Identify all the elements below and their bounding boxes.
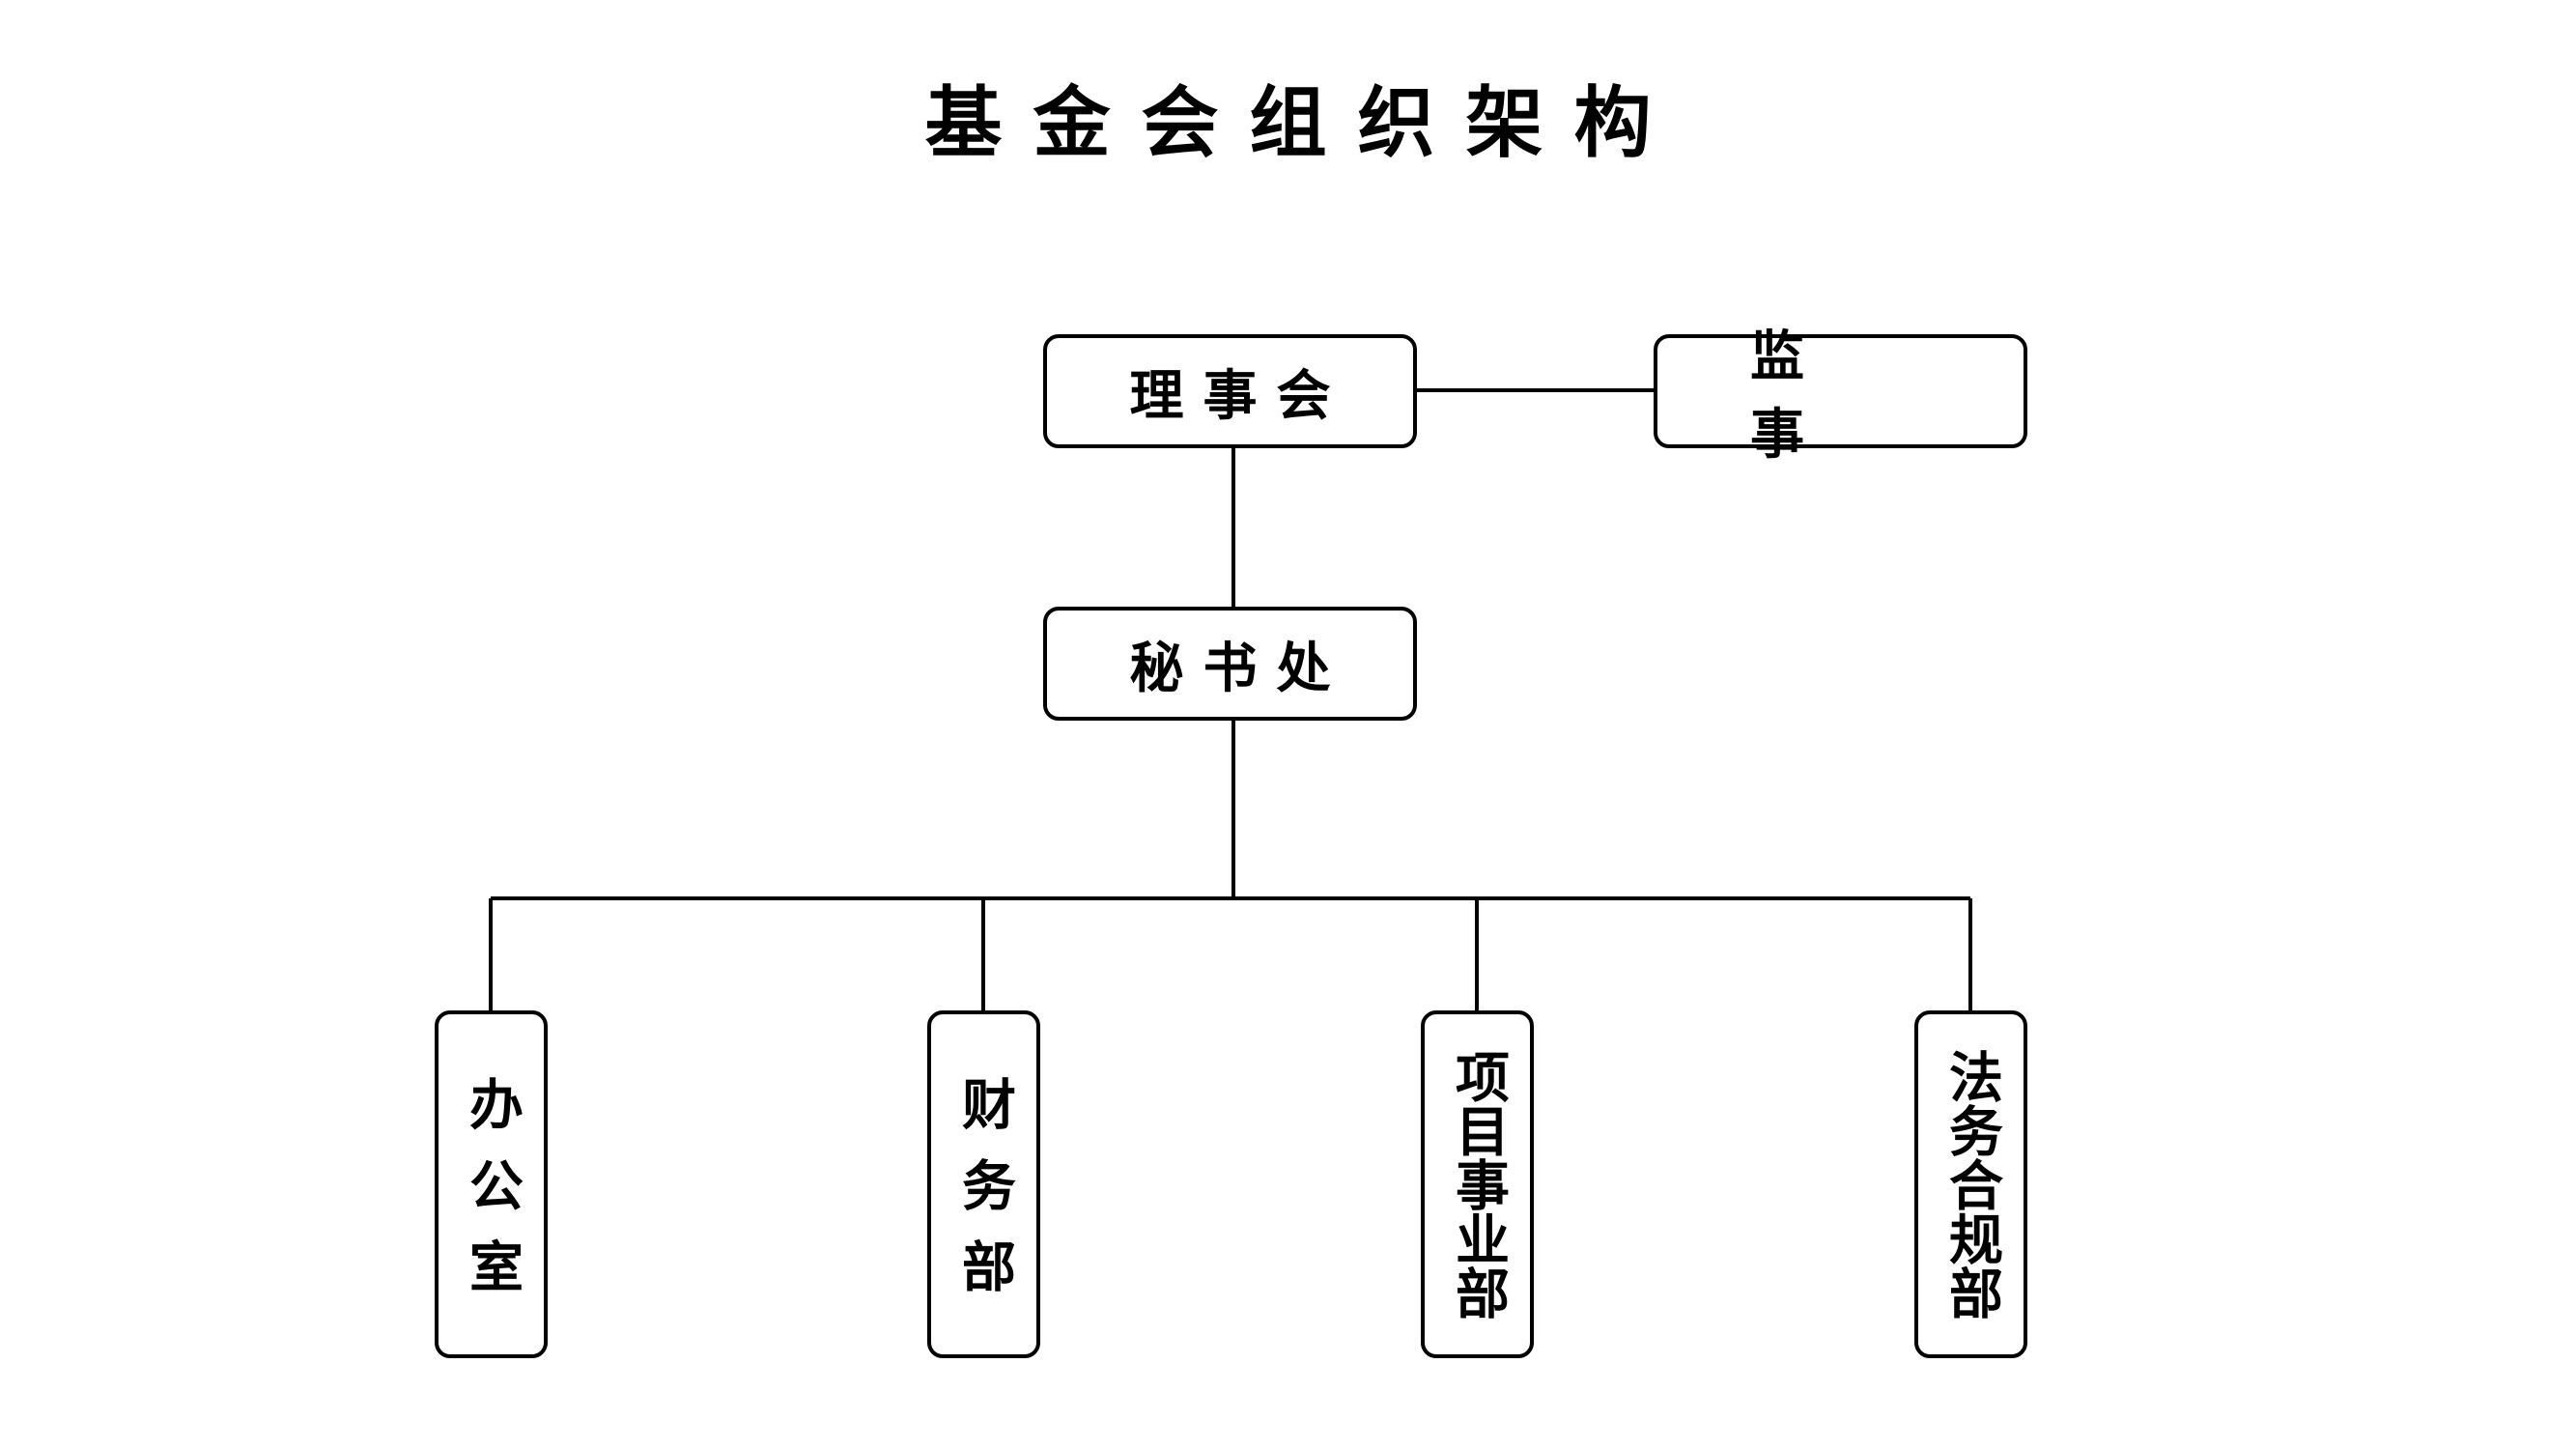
- secretariat-node: 秘书处: [1043, 607, 1417, 721]
- projects-node: 项目事业部: [1421, 1010, 1534, 1358]
- chart-title: 基金会组织架构: [924, 78, 1683, 168]
- board-node: 理事会: [1043, 334, 1417, 448]
- finance-node: 财务部: [927, 1010, 1040, 1358]
- supervisor-node: 监事: [1654, 326, 2027, 467]
- legal-node: 法务合规部: [1914, 1010, 2027, 1358]
- office-node: 办公室: [435, 1010, 548, 1358]
